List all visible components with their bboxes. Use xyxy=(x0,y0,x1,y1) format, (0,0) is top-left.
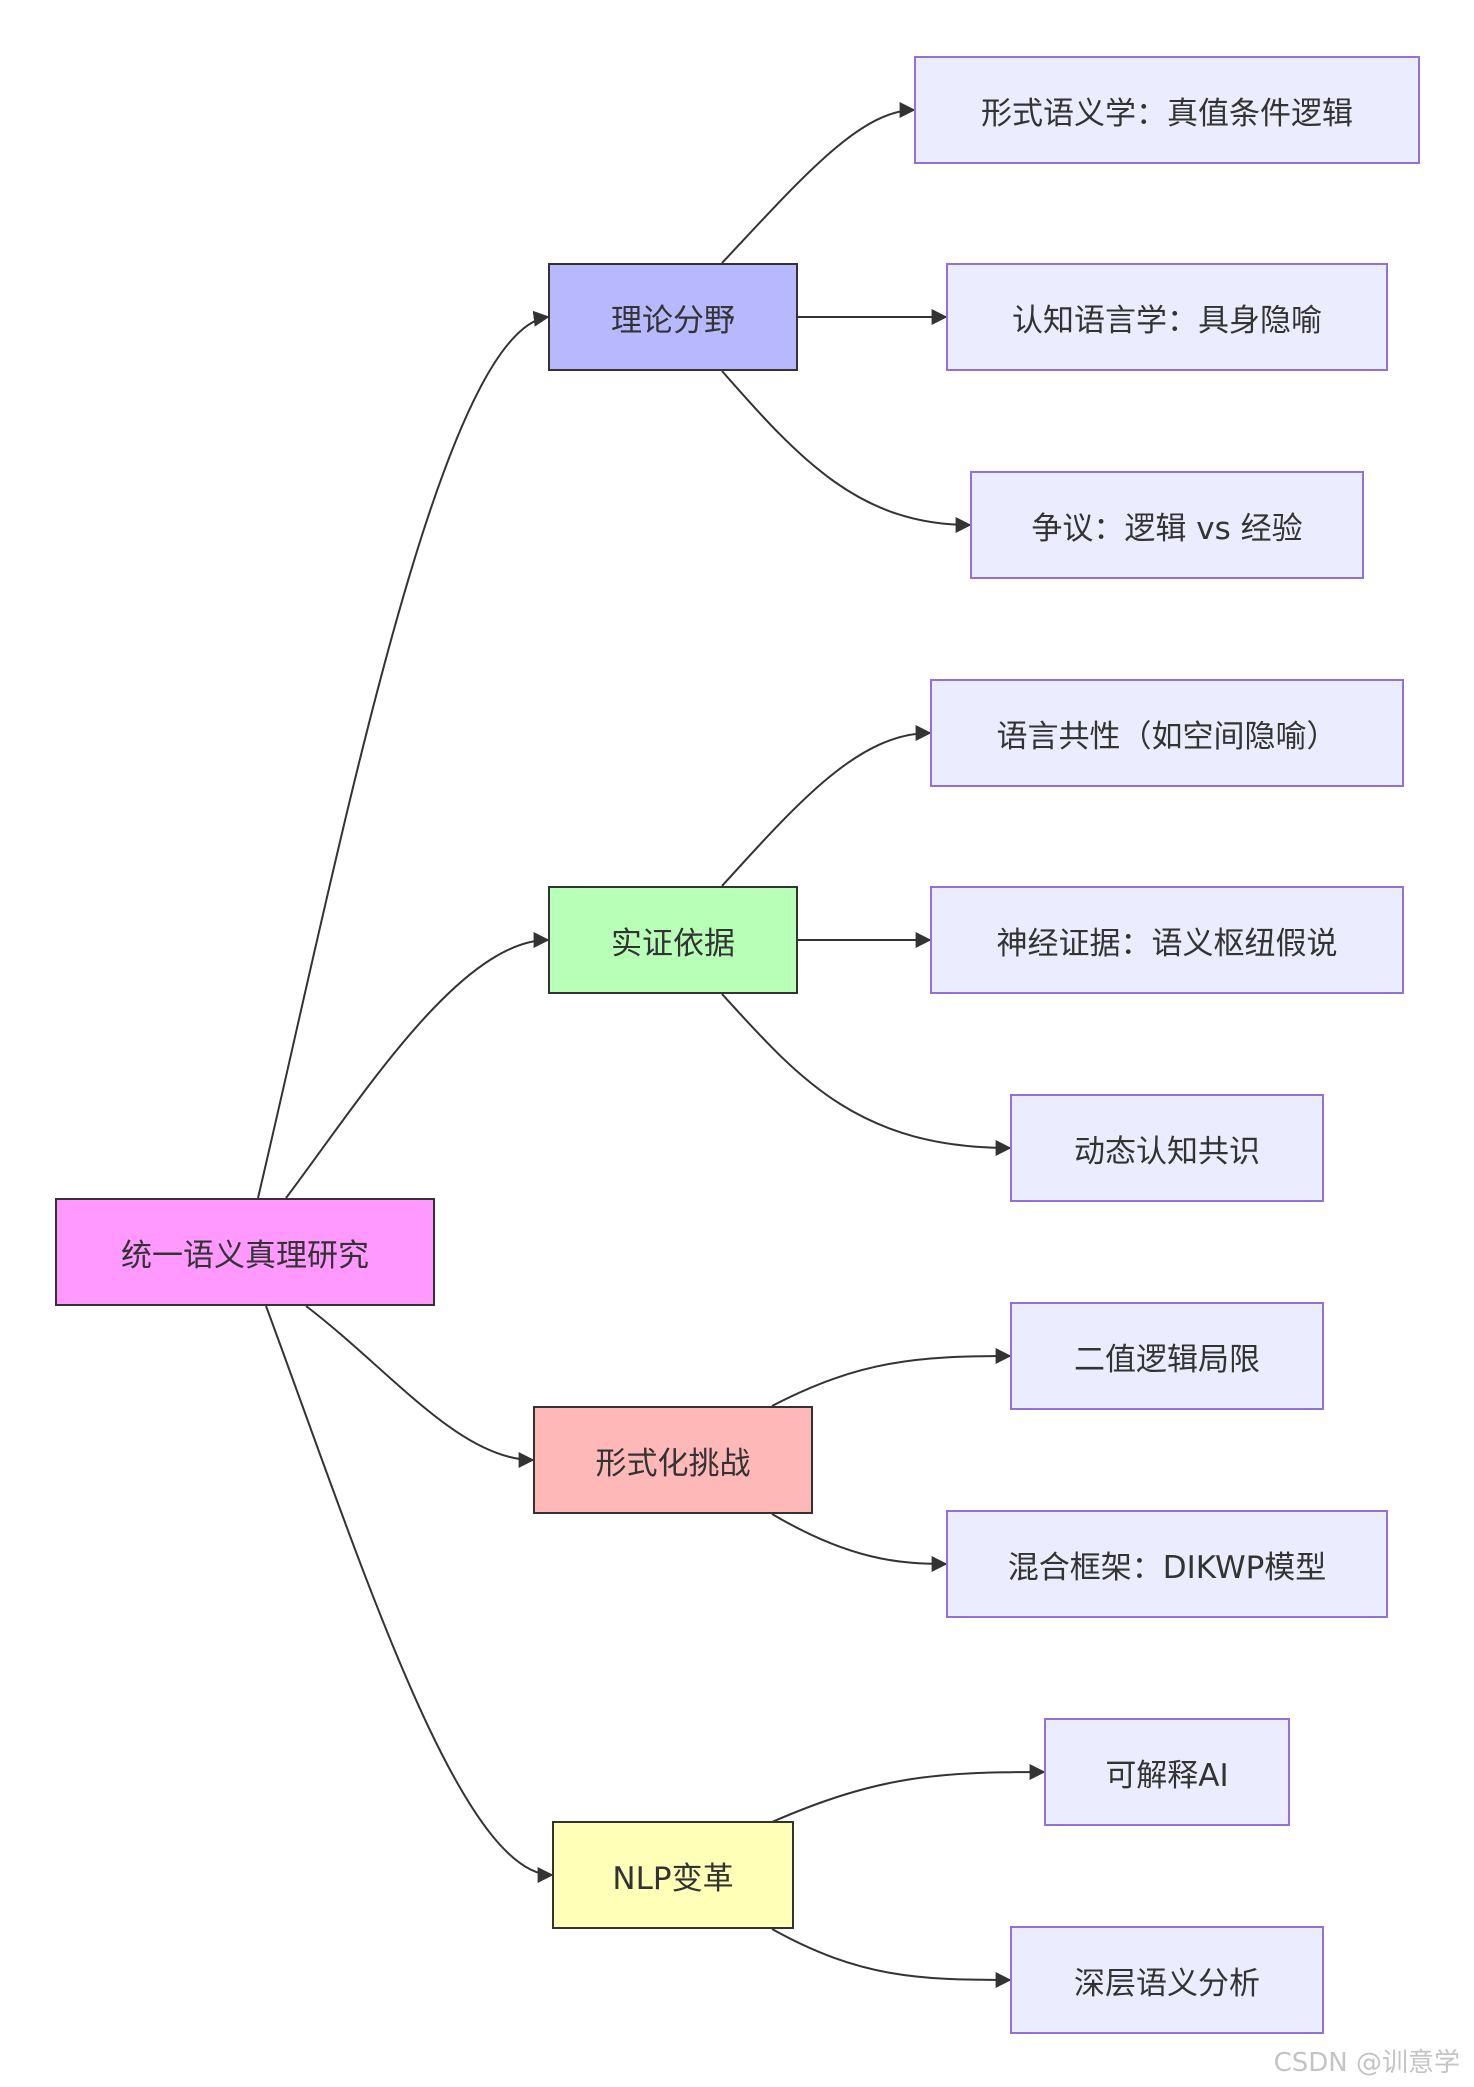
edge-root-to-branch-2 xyxy=(305,1305,535,1468)
leaf-node-label: 语言共性（如空间隐喻） xyxy=(996,718,1338,755)
leaf-node-deep-semantics[interactable]: 深层语义分析 xyxy=(1010,1926,1324,2034)
edge-branch-1-leaf-0 xyxy=(721,725,932,887)
branch-node-label: 形式化挑战 xyxy=(595,1445,751,1482)
leaf-node-cognitive-linguistics[interactable]: 认知语言学：具身隐喻 xyxy=(946,263,1388,371)
leaf-node-label: 形式语义学：真值条件逻辑 xyxy=(981,95,1353,132)
branch-node-theory[interactable]: 理论分野 xyxy=(548,263,798,371)
edge-branch-0-leaf-0 xyxy=(721,102,916,264)
branch-node-label: NLP变革 xyxy=(612,1860,734,1897)
leaf-node-label: 动态认知共识 xyxy=(1074,1133,1260,1170)
leaf-node-language-universals[interactable]: 语言共性（如空间隐喻） xyxy=(930,679,1404,787)
leaf-node-neural-evidence[interactable]: 神经证据：语义枢纽假说 xyxy=(930,886,1404,994)
edge-branch-3-leaf-1 xyxy=(771,1928,1012,1988)
edge-branch-2-leaf-1 xyxy=(771,1513,948,1572)
leaf-node-label: 认知语言学：具身隐喻 xyxy=(1012,302,1322,339)
leaf-node-label: 可解释AI xyxy=(1105,1757,1229,1794)
edge-root-to-branch-1 xyxy=(285,932,550,1199)
leaf-node-label: 混合框架：DIKWP模型 xyxy=(1007,1549,1327,1586)
edge-branch-0-leaf-2 xyxy=(721,370,972,533)
edge-branch-2-leaf-0 xyxy=(771,1348,1012,1407)
leaf-node-hybrid-framework[interactable]: 混合框架：DIKWP模型 xyxy=(946,1510,1388,1618)
leaf-node-formal-semantics[interactable]: 形式语义学：真值条件逻辑 xyxy=(914,56,1420,164)
edge-root-to-branch-0 xyxy=(257,310,550,1199)
leaf-node-dynamic-consensus[interactable]: 动态认知共识 xyxy=(1010,1094,1324,1202)
leaf-node-binary-logic-limits[interactable]: 二值逻辑局限 xyxy=(1010,1302,1324,1410)
edge-root-to-branch-3 xyxy=(265,1305,554,1883)
edge-branch-3-leaf-0 xyxy=(771,1764,1046,1823)
branch-node-nlp[interactable]: NLP变革 xyxy=(552,1821,794,1929)
root-node-label: 统一语义真理研究 xyxy=(121,1237,369,1274)
leaf-node-label: 深层语义分析 xyxy=(1074,1965,1260,2002)
leaf-node-label: 二值逻辑局限 xyxy=(1074,1341,1260,1378)
leaf-node-label: 神经证据：语义枢纽假说 xyxy=(996,925,1338,962)
branch-node-label: 理论分野 xyxy=(611,302,735,339)
leaf-node-controversy[interactable]: 争议：逻辑 vs 经验 xyxy=(970,471,1364,579)
leaf-node-label: 争议：逻辑 vs 经验 xyxy=(1031,510,1303,547)
watermark: CSDN @训意学 xyxy=(1273,2048,1460,2078)
root-node[interactable]: 统一语义真理研究 xyxy=(55,1198,435,1306)
leaf-node-explainable-ai[interactable]: 可解释AI xyxy=(1044,1718,1290,1826)
edge-branch-1-leaf-2 xyxy=(721,993,1012,1156)
branch-node-evidence[interactable]: 实证依据 xyxy=(548,886,798,994)
branch-node-formalization[interactable]: 形式化挑战 xyxy=(533,1406,813,1514)
branch-node-label: 实证依据 xyxy=(611,925,735,962)
